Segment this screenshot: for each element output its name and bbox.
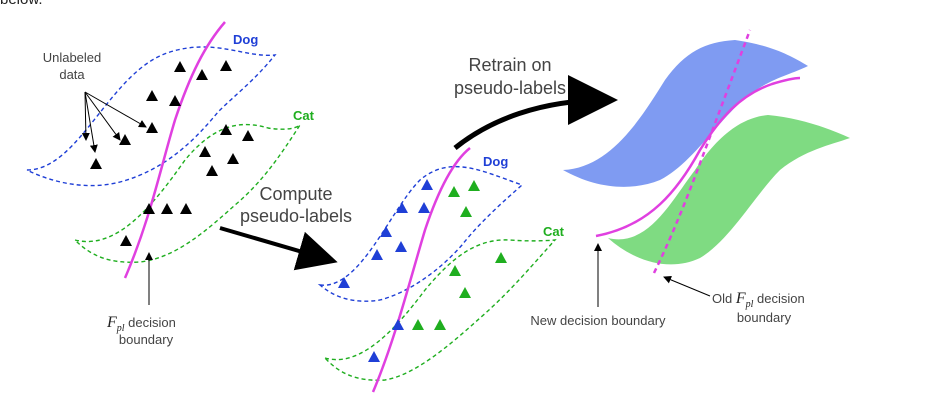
new-decision-boundary: [595, 76, 801, 238]
cat-point: [460, 206, 472, 217]
dog-point: [418, 202, 430, 213]
fpl-text: decision: [125, 315, 176, 330]
cat-point: [495, 252, 507, 263]
fpl-subscript: pl: [116, 323, 125, 334]
unlabeled-label-line2: data: [59, 67, 85, 82]
panel-pseudo-labeled: Dog Cat: [317, 147, 565, 393]
retrain-arrow: Retrain on pseudo-labels: [453, 55, 618, 150]
unlabeled-point: [206, 165, 218, 176]
cat-region-outline: [72, 123, 301, 263]
top-text-fragment: below.: [0, 0, 80, 14]
dog-region-outline: [26, 46, 277, 187]
unlabeled-point: [90, 158, 102, 169]
dog-point: [371, 249, 383, 260]
old-boundary-pointer: [663, 275, 711, 297]
unlabeled-point: [146, 122, 158, 133]
new-boundary-label: New decision boundary: [530, 313, 666, 328]
unlabeled-point: [220, 60, 232, 71]
dog-surface: [563, 40, 808, 187]
unlabeled-point: [227, 153, 239, 164]
cat-point: [449, 265, 461, 276]
cat-point: [434, 319, 446, 330]
unlabeled-point: [119, 134, 131, 145]
old-fpl-symbol: F: [735, 290, 746, 307]
dog-point: [380, 226, 392, 237]
fpl-text-line2: boundary: [119, 332, 174, 347]
old-prefix: Old: [712, 291, 736, 306]
dog-point: [338, 277, 350, 288]
unlabeled-points: [90, 60, 254, 246]
cat-point: [448, 186, 460, 197]
panel-retrained: New decision boundary Old Fpl decision b…: [530, 29, 850, 328]
dog-point: [392, 319, 404, 330]
cat-point: [459, 287, 471, 298]
fpl-symbol: F: [106, 314, 117, 331]
retrain-label-line2: pseudo-labels: [454, 78, 566, 98]
cat-point: [468, 180, 480, 191]
retrain-label-line1: Retrain on: [468, 55, 551, 75]
unlabeled-point: [220, 124, 232, 135]
unlabeled-pointer-arrows: [81, 91, 147, 153]
unlabeled-point: [196, 69, 208, 80]
cat-surface: [608, 115, 850, 265]
unlabeled-point: [199, 146, 211, 157]
top-fragment-text: below.: [0, 0, 43, 8]
old-suffix: decision: [753, 291, 804, 306]
unlabeled-point: [120, 235, 132, 246]
unlabeled-point: [169, 95, 181, 106]
cat-pseudo-points: [412, 180, 507, 330]
unlabeled-point: [242, 130, 254, 141]
fpl-label: Fpl decision: [106, 314, 176, 334]
dog-point: [396, 202, 408, 213]
fpl-decision-boundary: [123, 21, 226, 279]
unlabeled-point: [143, 203, 155, 214]
dog-point: [395, 241, 407, 252]
unlabeled-label-line1: Unlabeled: [43, 50, 102, 65]
cat-region-outline: [322, 239, 557, 381]
dog-point: [368, 351, 380, 362]
cat-label: Cat: [293, 108, 315, 123]
compute-label-line1: Compute: [259, 184, 332, 204]
old-boundary-label-line2: boundary: [737, 310, 792, 325]
dog-point: [421, 179, 433, 190]
cat-point: [412, 319, 424, 330]
cat-label: Cat: [543, 224, 565, 239]
decision-boundary: [371, 147, 471, 393]
unlabeled-point: [161, 203, 173, 214]
dog-pseudo-points: [338, 179, 433, 362]
dog-label: Dog: [483, 154, 508, 169]
dog-region-outline: [317, 165, 524, 302]
compute-pseudo-labels-arrow: Compute pseudo-labels: [219, 184, 352, 271]
unlabeled-point: [174, 61, 186, 72]
unlabeled-point: [180, 203, 192, 214]
dog-label: Dog: [233, 32, 258, 47]
old-fpl-subscript: pl: [745, 299, 754, 310]
panel-unlabeled: Unlabeled data Dog Cat Fpl decision boun…: [26, 21, 315, 347]
unlabeled-point: [146, 90, 158, 101]
old-boundary-label: Old Fpl decision: [712, 290, 805, 310]
compute-label-line2: pseudo-labels: [240, 206, 352, 226]
